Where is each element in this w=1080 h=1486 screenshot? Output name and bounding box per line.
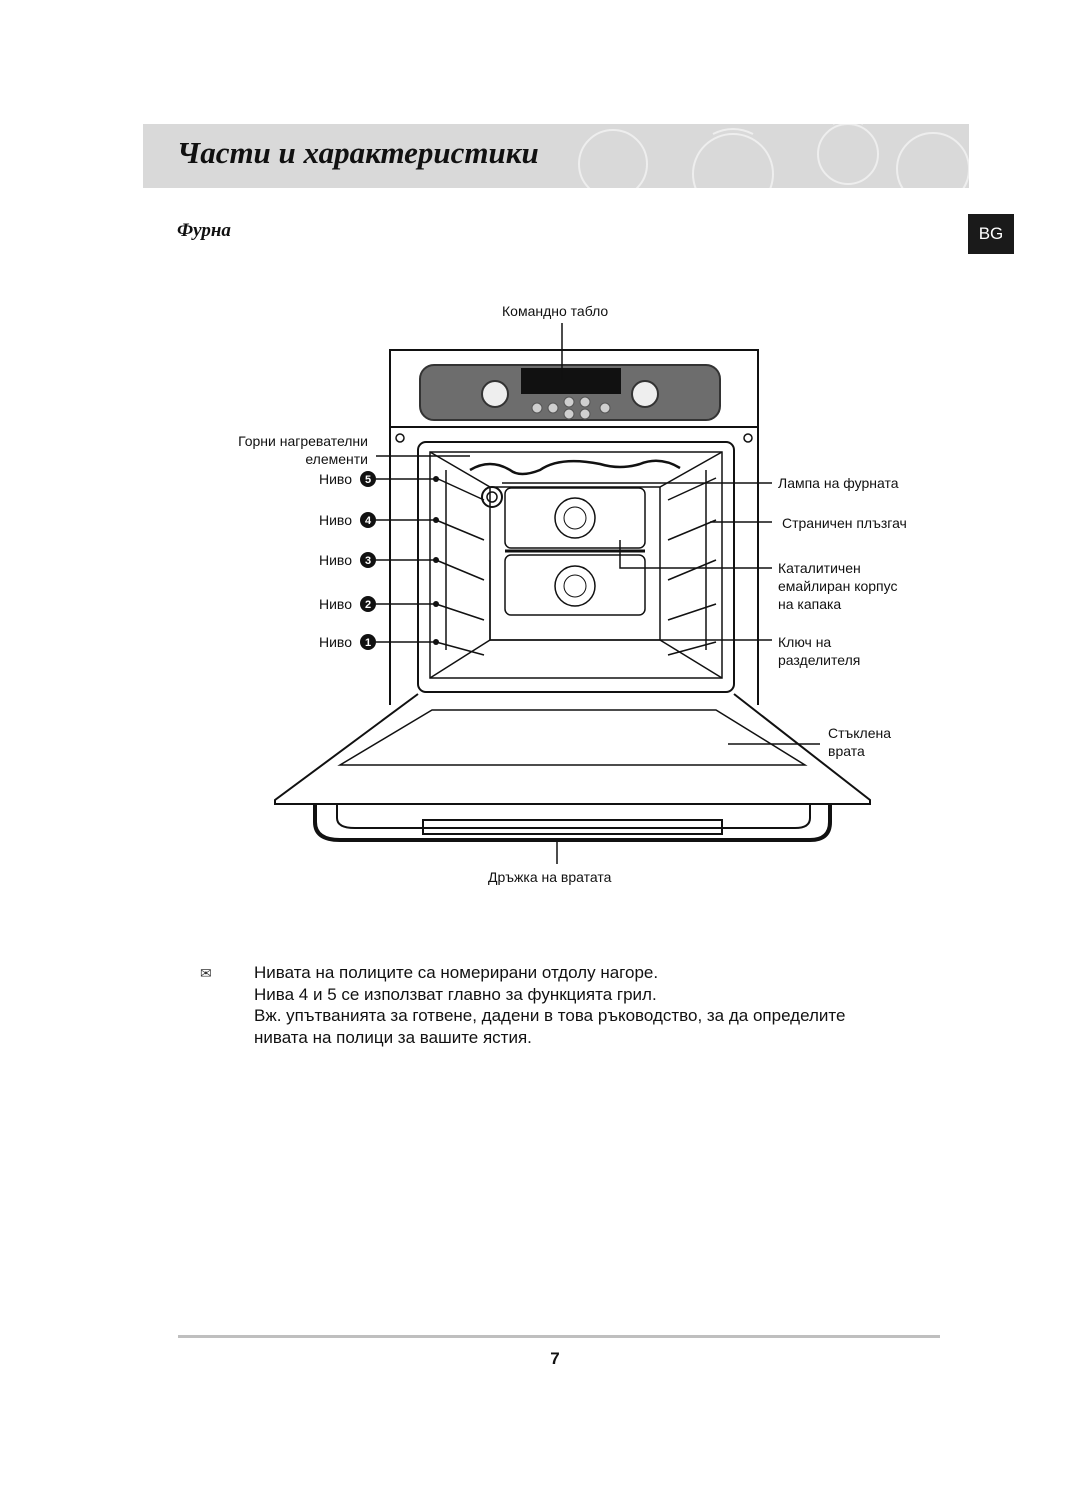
label-catalytic-2: емайлиран корпус [778,578,898,594]
label-level-1: Ниво [319,634,352,650]
control-buttons [531,396,611,420]
level-number-1: 1 [365,637,371,649]
oven-cavity [417,441,735,693]
page-title: Части и характеристики [177,135,539,170]
notes: Нивата на полиците са номерирани отдолу … [254,962,845,1048]
header-band [143,124,969,188]
note-line: Нивата на полиците са номерирани отдолу … [254,963,659,982]
tomato-decoration [578,124,969,188]
note-line: нивата на полици за вашите ястия. [254,1027,532,1047]
display-panel [521,368,621,394]
leader-lines [376,323,820,864]
label-divider-key-1: Ключ на [778,634,832,650]
note-line: Нива 4 и 5 се използват главно за функци… [254,984,657,1004]
left-knob [481,380,509,408]
level-badges [360,471,376,650]
footer-divider [178,1335,940,1338]
label-glass-door-1: Стъклена [828,725,892,741]
level-number-2: 2 [365,599,371,611]
label-catalytic-1: Каталитичен [778,560,861,576]
level-number-5: 5 [365,474,371,486]
language-badge: BG [968,214,1014,254]
side-runner-left [435,470,485,656]
label-level-3: Ниво [319,552,352,568]
fan-upper [554,497,596,539]
label-glass-door-2: врата [828,743,865,759]
page-number: 7 [550,1349,560,1368]
label-level-4: Ниво [319,512,352,528]
label-catalytic-3: на капака [778,596,842,612]
label-top-heating-1: Горни нагревателни [238,433,368,449]
label-door-handle: Дръжка на вратата [488,869,612,885]
fan-lower [554,565,596,607]
heating-element [469,459,681,476]
glass-door [274,693,871,805]
label-control-panel: Командно табло [502,303,609,319]
level-dots [433,476,439,645]
door-handle [422,819,723,835]
label-divider-key-2: разделителя [778,652,861,668]
label-level-2: Ниво [319,596,352,612]
label-top-heating-2: елементи [305,451,368,467]
note-icon: ✉ [200,965,212,981]
level-number-4: 4 [365,515,372,527]
label-side-runner: Страничен плъзгач [782,515,907,531]
oven-lamp [481,486,503,508]
level-number-3: 3 [365,555,371,567]
label-oven-lamp: Лампа на фурната [778,475,899,491]
control-panel-housing [389,349,759,428]
section-title: Фурна [177,220,231,241]
note-line: Вж. упътванията за готвене, дадени в тов… [254,1006,846,1025]
side-runner-right [667,470,717,656]
label-level-5: Ниво [319,471,352,487]
right-knob [631,380,659,408]
